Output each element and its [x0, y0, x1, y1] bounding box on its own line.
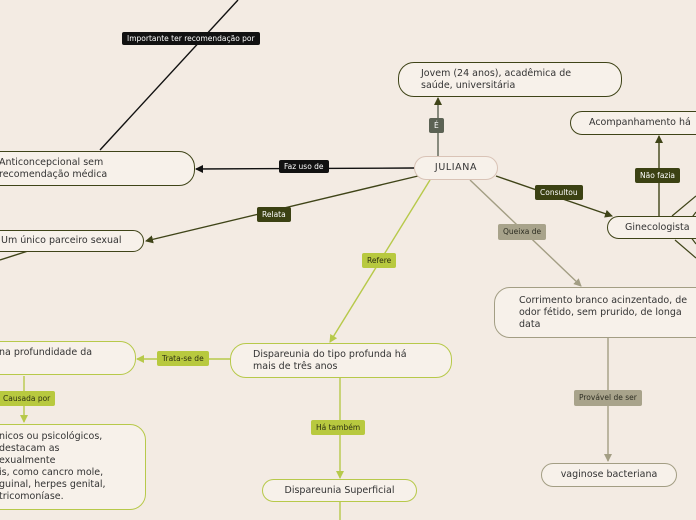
- label-trata-se: Trata-se de: [157, 351, 209, 366]
- node-vaginosis-text: vaginose bacteriana: [560, 469, 658, 480]
- node-dyspareunia-deep[interactable]: Dispareunia do tipo profunda há mais de …: [230, 343, 452, 378]
- node-discharge[interactable]: Corrimento branco acinzentado, de odor f…: [494, 287, 696, 338]
- node-contraceptive[interactable]: Anticoncepcional sem recomendação médica: [0, 151, 195, 186]
- link-gyn-1: [671, 195, 696, 217]
- label-importante: Importante ter recomendação por: [122, 32, 260, 45]
- node-juliana-text: JULIANA: [434, 162, 478, 173]
- node-followup[interactable]: Acompanhamento há: [570, 111, 696, 135]
- label-queixa: Queixa de: [498, 224, 547, 240]
- node-contraceptive-text: Anticoncepcional sem recomendação médica: [0, 156, 108, 180]
- node-gynecologist[interactable]: Ginecologista: [607, 216, 696, 239]
- node-discharge-text: Corrimento branco acinzentado, de odor f…: [519, 294, 688, 330]
- node-vaginosis[interactable]: vaginose bacteriana: [541, 463, 677, 487]
- link-importante: [99, 0, 239, 151]
- label-consultou: Consultou: [535, 185, 583, 200]
- node-causes[interactable]: nicos ou psicológicos, destacam as exual…: [0, 424, 146, 510]
- node-partner[interactable]: Um único parceiro sexual: [0, 230, 144, 252]
- node-gynecologist-text: Ginecologista: [625, 221, 690, 233]
- node-dyspareunia-superficial[interactable]: Dispareunia Superficial: [262, 479, 417, 502]
- label-causada: Causada por: [0, 391, 56, 406]
- link-partner-out: [0, 250, 29, 261]
- node-deep-detail[interactable]: na profundidade da: [0, 341, 136, 375]
- node-profile-text: Jovem (24 anos), acadêmica de saúde, uni…: [421, 67, 572, 91]
- node-juliana[interactable]: JULIANA: [414, 156, 498, 180]
- label-faz-uso: Faz uso de: [279, 160, 329, 173]
- node-deep-detail-text: na profundidade da: [0, 347, 93, 358]
- node-dyspareunia-superficial-text: Dispareunia Superficial: [284, 484, 395, 496]
- node-followup-text: Acompanhamento há: [589, 117, 691, 128]
- node-partner-text: Um único parceiro sexual: [1, 235, 122, 246]
- label-relata: Relata: [257, 207, 291, 222]
- node-dyspareunia-deep-text: Dispareunia do tipo profunda há mais de …: [253, 348, 407, 372]
- label-nao-fazia: Não fazia: [635, 168, 681, 183]
- node-causes-text: nicos ou psicológicos, destacam as exual…: [0, 431, 106, 502]
- label-ha-tambem: Há também: [311, 420, 366, 435]
- label-provavel: Provável de ser: [574, 390, 642, 406]
- node-profile[interactable]: Jovem (24 anos), acadêmica de saúde, uni…: [398, 62, 622, 97]
- label-refere: Refere: [362, 253, 397, 268]
- link-gyn-4: [674, 239, 696, 259]
- label-e: É: [429, 118, 444, 133]
